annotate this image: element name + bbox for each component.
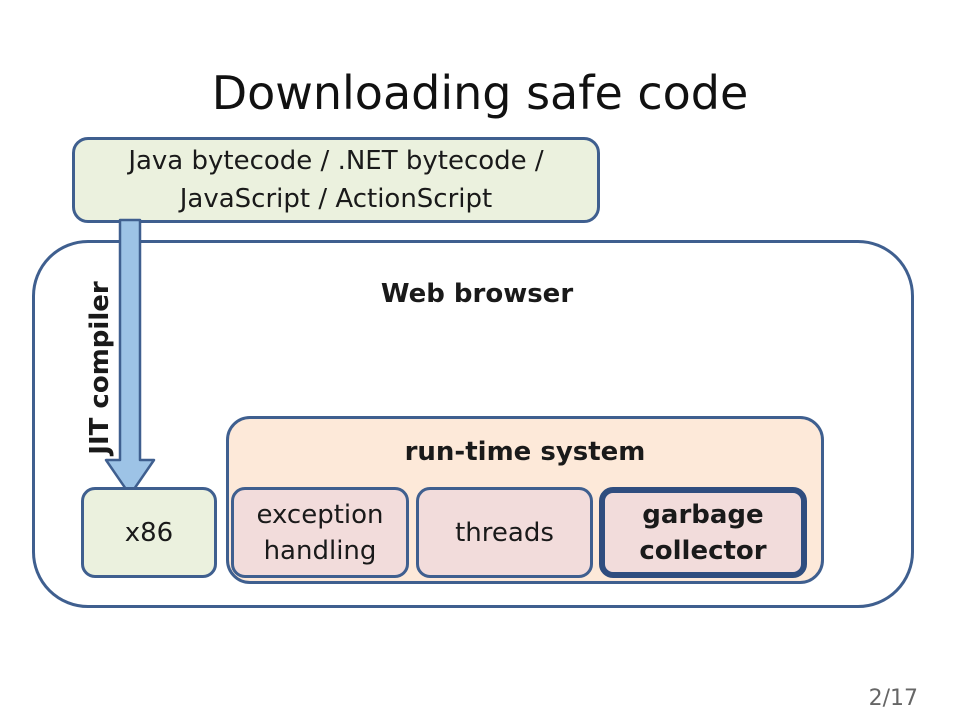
x86-box: x86 [81,487,217,578]
slide-title: Downloading safe code [211,66,749,120]
exception-handling-line-1: exception [256,499,384,530]
exception-handling-box: exception handling [231,487,409,578]
source-code-line-1: Java bytecode / .NET bytecode / [128,146,544,176]
runtime-system-label: run-time system [404,437,646,467]
jit-compiler-label: JIT compiler [85,281,115,455]
threads-label: threads [455,517,554,548]
garbage-collector-line-2: collector [639,535,767,566]
web-browser-label: Web browser [380,279,574,309]
garbage-collector-line-1: garbage [642,499,764,530]
jit-compiler-arrow [104,218,156,497]
threads-box: threads [416,487,593,578]
source-code-box: Java bytecode / .NET bytecode / JavaScri… [72,137,600,223]
jit-arrow-shape [104,218,156,497]
garbage-collector-box: garbage collector [599,487,807,578]
source-code-line-2: JavaScript / ActionScript [179,184,493,214]
exception-handling-line-2: handling [263,535,377,566]
page-number: 2/17 [868,686,918,711]
